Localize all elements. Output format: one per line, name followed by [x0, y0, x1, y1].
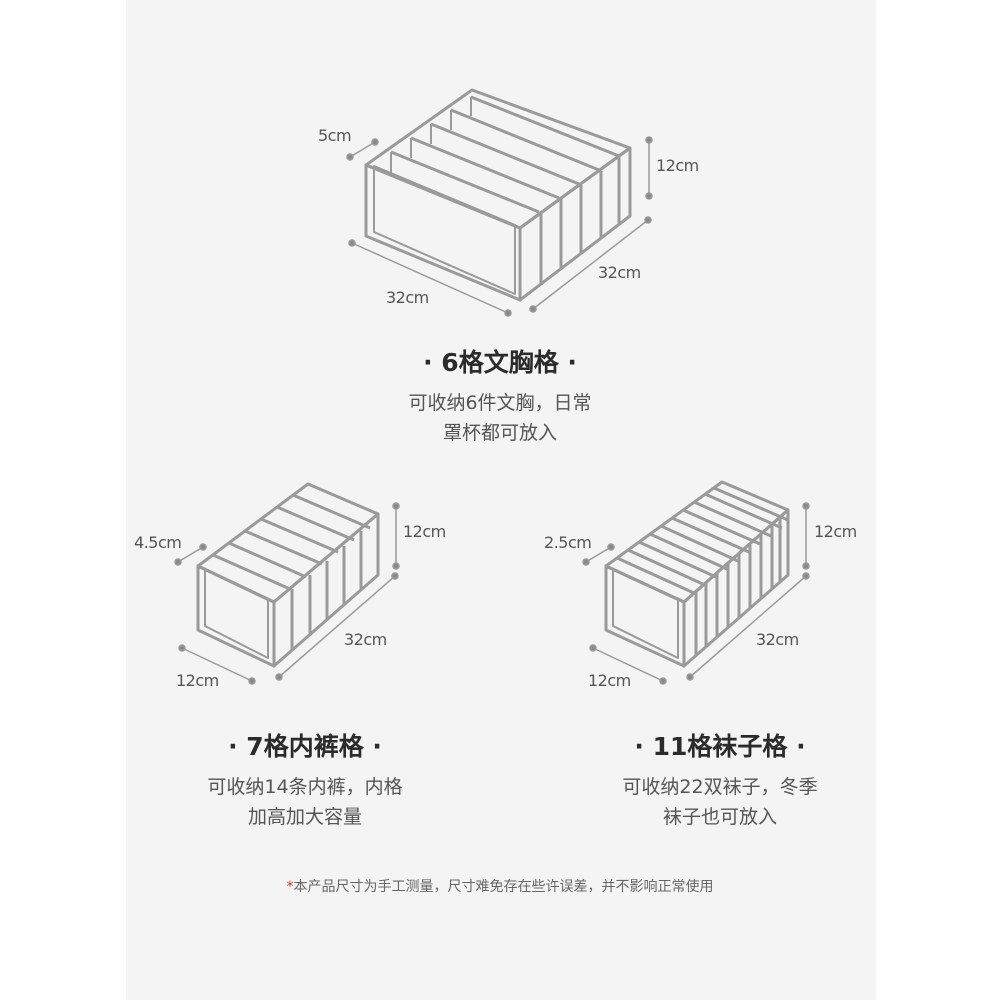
box3-depth-label: 2.5cm — [544, 533, 592, 552]
box2-length-label: 32cm — [344, 630, 387, 649]
box3-title: · 11格袜子格 · — [634, 732, 806, 761]
box1-length-label: 32cm — [598, 263, 641, 282]
six-grid-box-drawing — [364, 88, 632, 302]
box2-depth-label: 4.5cm — [134, 533, 182, 552]
box1-description: 可收纳6件文胸，日常 罩杯都可放入 — [300, 388, 700, 448]
box2-desc-line-2: 加高加大容量 — [247, 806, 362, 828]
box1-height-label: 12cm — [656, 156, 699, 175]
box3-width-label: 12cm — [588, 671, 631, 690]
box1-desc-line-1: 可收纳6件文胸，日常 — [408, 392, 592, 414]
seven-grid-box-drawing — [196, 482, 380, 668]
asterisk-mark: * — [286, 879, 294, 895]
box1-title: · 6格文胸格 · — [423, 348, 577, 377]
box3-desc-line-2: 袜子也可放入 — [662, 806, 777, 828]
dimension-lines-box-1 — [346, 136, 653, 317]
box2-width-label: 12cm — [176, 671, 219, 690]
box3-length-label: 32cm — [756, 630, 799, 649]
box2-title: · 7格内裤格 · — [228, 732, 382, 761]
box2-desc-line-1: 可收纳14条内裤，内格 — [207, 776, 403, 798]
background-panel — [126, 0, 876, 1000]
box2-height-label: 12cm — [403, 522, 446, 541]
box3-height-label: 12cm — [814, 522, 857, 541]
box3-desc-line-1: 可收纳22双袜子，冬季 — [622, 776, 818, 798]
dimension-lines-box-2 — [174, 502, 400, 685]
box1-width-label: 32cm — [386, 288, 429, 307]
box1-desc-line-2: 罩杯都可放入 — [442, 422, 557, 444]
box3-description: 可收纳22双袜子，冬季 袜子也可放入 — [555, 772, 885, 832]
eleven-grid-box-drawing — [604, 480, 790, 668]
dimension-lines-box-3 — [582, 502, 810, 685]
box1-depth-label: 5cm — [318, 126, 352, 145]
measurement-disclaimer: *本产品尺寸为手工测量，尺寸难免存在些许误差，并不影响正常使用 — [0, 876, 1000, 896]
disclaimer-text: 本产品尺寸为手工测量，尺寸难免存在些许误差，并不影响正常使用 — [293, 879, 714, 895]
box2-description: 可收纳14条内裤，内格 加高加大容量 — [140, 772, 470, 832]
